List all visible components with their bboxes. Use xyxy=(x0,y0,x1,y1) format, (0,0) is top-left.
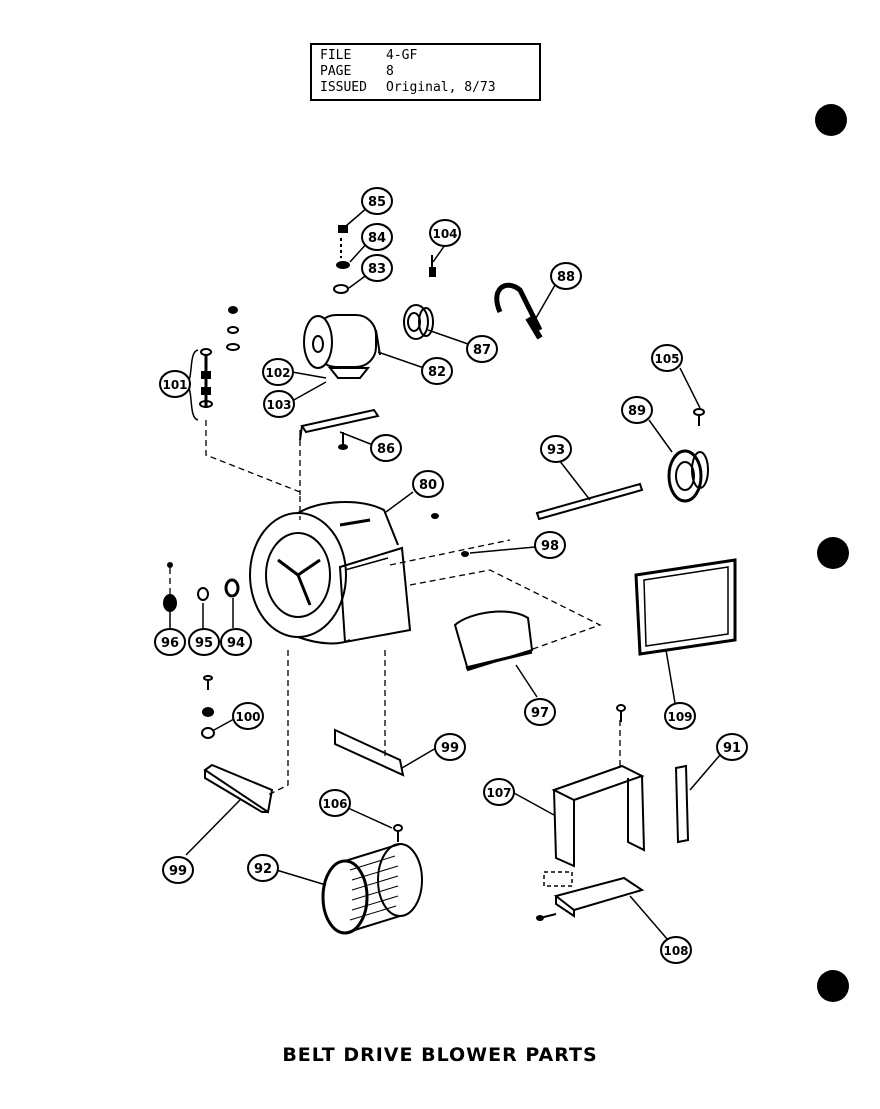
angle-bracket-left xyxy=(203,763,274,814)
assembly-guide-lines xyxy=(169,420,621,796)
svg-text:85: 85 xyxy=(368,195,386,210)
svg-text:105: 105 xyxy=(654,352,679,366)
cutoff-plate-part xyxy=(453,610,534,672)
svg-text:107: 107 xyxy=(486,786,511,800)
callout-94: 94 xyxy=(220,628,252,656)
blower-wheel-part xyxy=(321,843,423,935)
callout-98: 98 xyxy=(534,531,566,559)
svg-text:100: 100 xyxy=(235,710,260,724)
binder-hole-bottom xyxy=(817,970,849,1002)
callout-104: 104 xyxy=(429,219,461,247)
svg-text:92: 92 xyxy=(254,862,272,877)
callout-89: 89 xyxy=(621,396,653,424)
diagram-title: BELT DRIVE BLOWER PARTS xyxy=(282,1044,598,1066)
support-channel-part xyxy=(543,704,646,887)
callout-87: 87 xyxy=(466,335,498,363)
bearing-hardware xyxy=(163,562,240,612)
screw-105 xyxy=(693,408,705,426)
callout-88-belt: 88 xyxy=(550,262,582,290)
svg-text:99: 99 xyxy=(169,864,187,879)
svg-text:108: 108 xyxy=(663,944,688,958)
svg-text:95: 95 xyxy=(195,636,213,651)
issued-label: ISSUED xyxy=(320,80,367,95)
callout-96: 96 xyxy=(154,628,186,656)
svg-text:87: 87 xyxy=(473,343,491,358)
adjusting-bolt-assembly xyxy=(184,306,240,421)
callout-82: 82 xyxy=(421,357,453,385)
svg-text:82: 82 xyxy=(428,365,446,380)
svg-text:97: 97 xyxy=(531,706,549,721)
svg-text:86: 86 xyxy=(377,442,395,457)
screw-106 xyxy=(393,824,403,842)
callout-108: 108 xyxy=(660,936,692,964)
svg-text:80: 80 xyxy=(419,478,437,493)
motor-mount-bracket xyxy=(299,408,380,450)
callout-85-top: 85 xyxy=(361,187,393,215)
callout-109: 109 xyxy=(664,702,696,730)
belt-part xyxy=(494,282,543,332)
svg-text:109: 109 xyxy=(667,710,692,724)
screw-98 xyxy=(431,513,469,557)
callout-101: 101 xyxy=(159,370,191,398)
motor-part xyxy=(303,314,381,379)
callout-102: 102 xyxy=(262,358,294,386)
callout-leader-lines xyxy=(169,206,721,941)
blower-pulley-part xyxy=(667,449,709,503)
callout-105: 105 xyxy=(651,344,683,372)
support-strap-part xyxy=(674,764,690,844)
callout-80: 80 xyxy=(412,470,444,498)
blower-shaft-part xyxy=(535,482,644,521)
page-label: PAGE xyxy=(320,64,352,79)
binder-hole-top xyxy=(815,104,847,136)
file-value: 4-GF xyxy=(386,48,418,63)
angle-bracket-right xyxy=(334,728,405,777)
callout-99-right: 99 xyxy=(434,733,466,761)
file-label: FILE xyxy=(320,48,352,63)
svg-text:99: 99 xyxy=(441,741,459,756)
callout-100: 100 xyxy=(232,702,264,730)
callout-91: 91 xyxy=(716,733,748,761)
callout-95: 95 xyxy=(188,628,220,656)
callout-99-left: 99 xyxy=(162,856,194,884)
bottom-bracket-part xyxy=(536,876,645,921)
svg-text:91: 91 xyxy=(723,741,741,756)
screw-104 xyxy=(429,255,436,277)
svg-text:84: 84 xyxy=(368,231,386,246)
callout-86-bracket: 86 xyxy=(370,434,402,462)
callout-106: 106 xyxy=(319,789,351,817)
callout-83: 83 xyxy=(361,254,393,282)
callout-103: 103 xyxy=(263,390,295,418)
callout-93: 93 xyxy=(540,435,572,463)
svg-text:103: 103 xyxy=(266,398,291,412)
callout-bubbles: 85 84 83 104 88 87 82 102 103 101 86 105… xyxy=(154,187,748,964)
callout-97: 97 xyxy=(524,698,556,726)
svg-text:94: 94 xyxy=(227,636,245,651)
page-value: 8 xyxy=(386,64,394,79)
callout-84: 84 xyxy=(361,223,393,251)
panel-frame-part xyxy=(634,558,737,656)
issued-value: Original, 8/73 xyxy=(386,80,496,95)
svg-text:104: 104 xyxy=(432,227,457,241)
svg-text:96: 96 xyxy=(161,636,179,651)
svg-text:88: 88 xyxy=(557,270,575,285)
blower-housing-part xyxy=(249,501,412,645)
svg-text:106: 106 xyxy=(322,797,347,811)
svg-text:89: 89 xyxy=(628,404,646,419)
callout-92: 92 xyxy=(247,854,279,882)
mounting-hardware-100 xyxy=(201,675,215,739)
svg-text:101: 101 xyxy=(162,378,187,392)
motor-mount-hardware xyxy=(333,225,350,294)
file-info-box: FILE 4-GF PAGE 8 ISSUED Original, 8/73 xyxy=(310,43,541,101)
svg-text:102: 102 xyxy=(265,366,290,380)
motor-pulley-part xyxy=(403,304,434,340)
binder-hole-middle xyxy=(817,537,849,569)
svg-text:98: 98 xyxy=(541,539,559,554)
svg-text:83: 83 xyxy=(368,262,386,277)
svg-text:93: 93 xyxy=(547,443,565,458)
callout-107: 107 xyxy=(483,778,515,806)
